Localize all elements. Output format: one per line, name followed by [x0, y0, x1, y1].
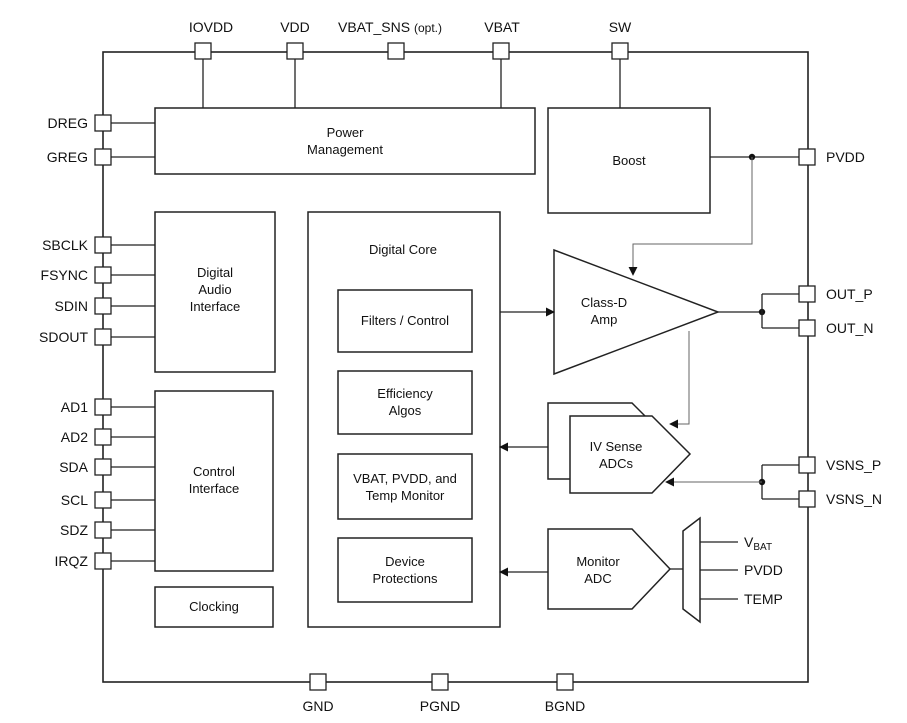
filters-control-block: [337, 289, 473, 353]
right-pins: PVDD OUT_P OUT_N VSNS_P VSNS_N: [798, 148, 882, 508]
digital-audio-interface-block: [154, 211, 276, 373]
iv-sense-label-1: IV Sense: [590, 439, 643, 454]
device-protections-label-2: Protections: [372, 571, 438, 586]
pin-pad-dreg: [94, 114, 112, 132]
clocking-label: Clocking: [189, 599, 239, 614]
pin-label-iovdd: IOVDD: [189, 19, 233, 35]
pin-pad-gnd: [309, 673, 327, 691]
vbat-monitor-label-2: Temp Monitor: [366, 488, 445, 503]
pin-pad-out-p: [798, 285, 816, 303]
pin-pad-vdd: [286, 42, 304, 60]
pin-pad-iovdd: [194, 42, 212, 60]
pin-label-vbat: VBAT: [484, 19, 520, 35]
pin-pad-sda: [94, 458, 112, 476]
control-interface-label-2: Interface: [189, 481, 240, 496]
control-interface-block: [154, 390, 274, 572]
efficiency-algos-label-1: Efficiency: [377, 386, 433, 401]
clocking-block: [154, 586, 274, 628]
pin-label-sdin: SDIN: [55, 298, 88, 314]
pin-label-bgnd: BGND: [545, 698, 585, 714]
pin-pad-fsync: [94, 266, 112, 284]
pin-pad-scl: [94, 491, 112, 509]
boost-label: Boost: [612, 153, 646, 168]
pin-pad-vsns-p: [798, 456, 816, 474]
pin-label-sbclk: SBCLK: [42, 237, 89, 253]
monitor-adc-label-1: Monitor: [576, 554, 620, 569]
pin-label-vsns-n: VSNS_N: [826, 491, 882, 507]
monitor-adc-block: [547, 528, 672, 610]
pin-label-ad1: AD1: [61, 399, 88, 415]
pin-label-irqz: IRQZ: [55, 553, 89, 569]
amp-to-ivsense-arrow: [669, 331, 690, 429]
digital-core-label: Digital Core: [369, 242, 437, 257]
pin-pad-vbat-sns: [387, 42, 405, 60]
dai-label-1: Digital: [197, 265, 233, 280]
filters-control-label: Filters / Control: [361, 313, 449, 328]
boost-to-amp-arrow: [628, 157, 753, 276]
pin-label-sdout: SDOUT: [39, 329, 88, 345]
boost-block: [547, 107, 711, 214]
vbat-monitor-block: [337, 453, 473, 520]
dai-label-3: Interface: [190, 299, 241, 314]
pin-label-dreg: DREG: [48, 115, 88, 131]
pin-pad-sdin: [94, 297, 112, 315]
pin-pad-irqz: [94, 552, 112, 570]
pin-pad-sbclk: [94, 236, 112, 254]
pin-pad-vbat: [492, 42, 510, 60]
pin-label-pvdd: PVDD: [826, 149, 865, 165]
chip-outline: [102, 51, 809, 683]
pin-pad-bgnd: [556, 673, 574, 691]
pin-pad-sdz: [94, 521, 112, 539]
pin-label-out-n: OUT_N: [826, 320, 873, 336]
vbat-monitor-label-1: VBAT, PVDD, and: [353, 471, 457, 486]
pin-pad-pvdd: [798, 148, 816, 166]
monitor-adc-label-2: ADC: [584, 571, 611, 586]
control-interface-label-1: Control: [193, 464, 235, 479]
pin-label-sda: SDA: [59, 459, 88, 475]
class-d-label-2: Amp: [591, 312, 618, 327]
device-protections-label-1: Device: [385, 554, 425, 569]
pin-pad-out-n: [798, 319, 816, 337]
pin-label-out-p: OUT_P: [826, 286, 873, 302]
mux-label-vbat: VBAT: [744, 534, 772, 553]
mux-label-pvdd: PVDD: [744, 562, 783, 578]
monitor-mux: [682, 516, 701, 624]
device-protections-block: [337, 537, 473, 603]
pin-pad-vsns-n: [798, 490, 816, 508]
top-pins: IOVDD VDD VBAT_SNS (opt.) VBAT SW: [189, 19, 632, 108]
efficiency-algos-block: [337, 370, 473, 435]
pin-label-vbat-sns: VBAT_SNS (opt.): [338, 19, 442, 35]
efficiency-algos-label-2: Algos: [389, 403, 422, 418]
class-d-amp-block: [553, 248, 721, 376]
bottom-pins: GND PGND BGND: [302, 673, 585, 714]
pin-label-pgnd: PGND: [420, 698, 460, 714]
pin-label-vsns-p: VSNS_P: [826, 457, 881, 473]
pin-label-sdz: SDZ: [60, 522, 88, 538]
iv-sense-label-2: ADCs: [599, 456, 633, 471]
pin-pad-ad1: [94, 398, 112, 416]
iv-sense-adc-front: [569, 415, 692, 494]
dai-label-2: Audio: [198, 282, 231, 297]
pin-pad-sw: [611, 42, 629, 60]
pin-pad-sdout: [94, 328, 112, 346]
power-management-label-2: Management: [307, 142, 383, 157]
pin-pad-ad2: [94, 428, 112, 446]
class-d-label-1: Class-D: [581, 295, 627, 310]
power-management-label-1: Power: [327, 125, 365, 140]
power-management-block: [154, 107, 536, 175]
pin-label-scl: SCL: [61, 492, 88, 508]
left-pins: DREG GREG SBCLK FSYNC SDIN SDOUT AD1 AD2…: [39, 114, 155, 570]
pin-label-vdd: VDD: [280, 19, 310, 35]
pin-label-greg: GREG: [47, 149, 88, 165]
pin-label-ad2: AD2: [61, 429, 88, 445]
pin-label-sw: SW: [609, 19, 632, 35]
pin-pad-greg: [94, 148, 112, 166]
mux-label-temp: TEMP: [744, 591, 783, 607]
pin-label-fsync: FSYNC: [41, 267, 88, 283]
pin-pad-pgnd: [431, 673, 449, 691]
pin-label-gnd: GND: [302, 698, 333, 714]
